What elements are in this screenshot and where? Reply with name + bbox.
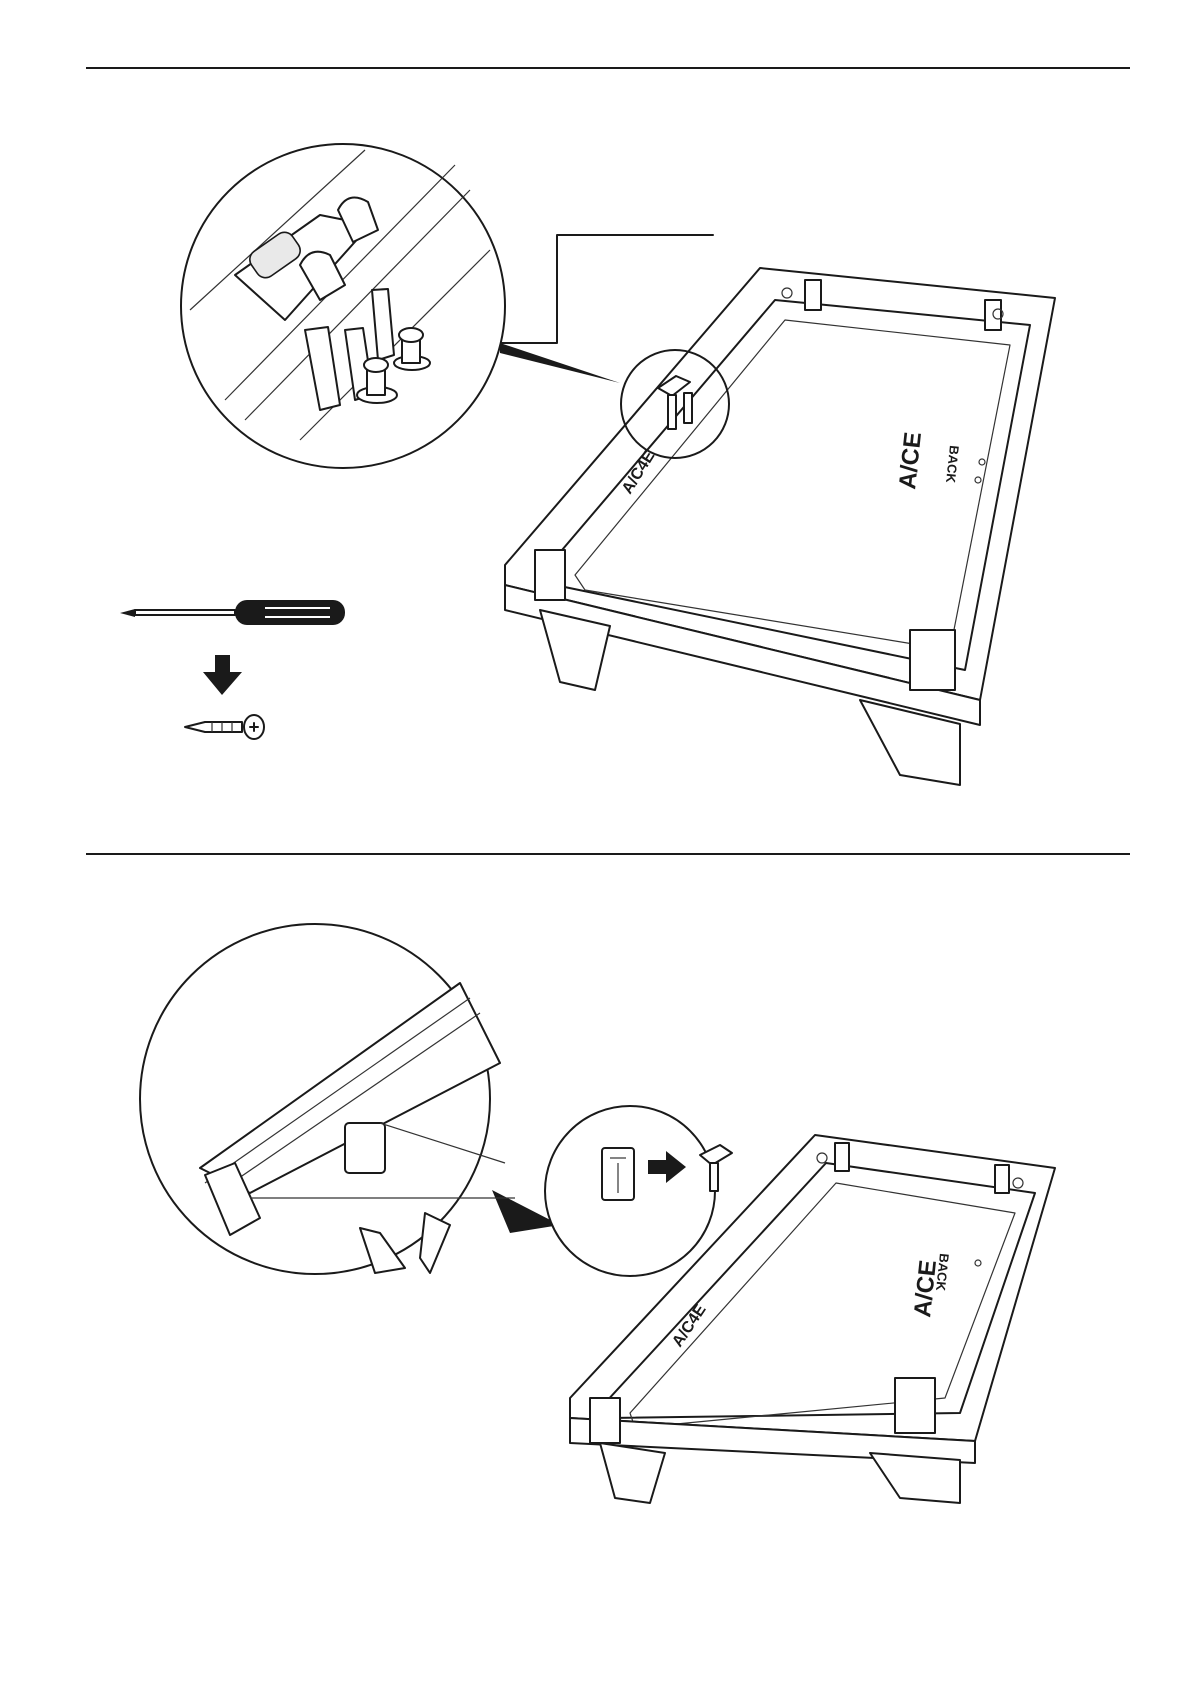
- screwdriver-icon: [120, 600, 345, 625]
- down-arrow-icon: [203, 655, 242, 695]
- step-2-illustration: A/C4E A/CE BACK: [0, 853, 1191, 1684]
- tray-frame: [505, 268, 1055, 785]
- underside-magnifier-icon: [140, 924, 515, 1274]
- bracket-magnifier-icon: [181, 144, 505, 468]
- screw-icon: [185, 715, 264, 739]
- clip-detail-circle: [545, 1106, 732, 1276]
- step-1-illustration: A/C4E A/CE BACK: [0, 0, 1191, 853]
